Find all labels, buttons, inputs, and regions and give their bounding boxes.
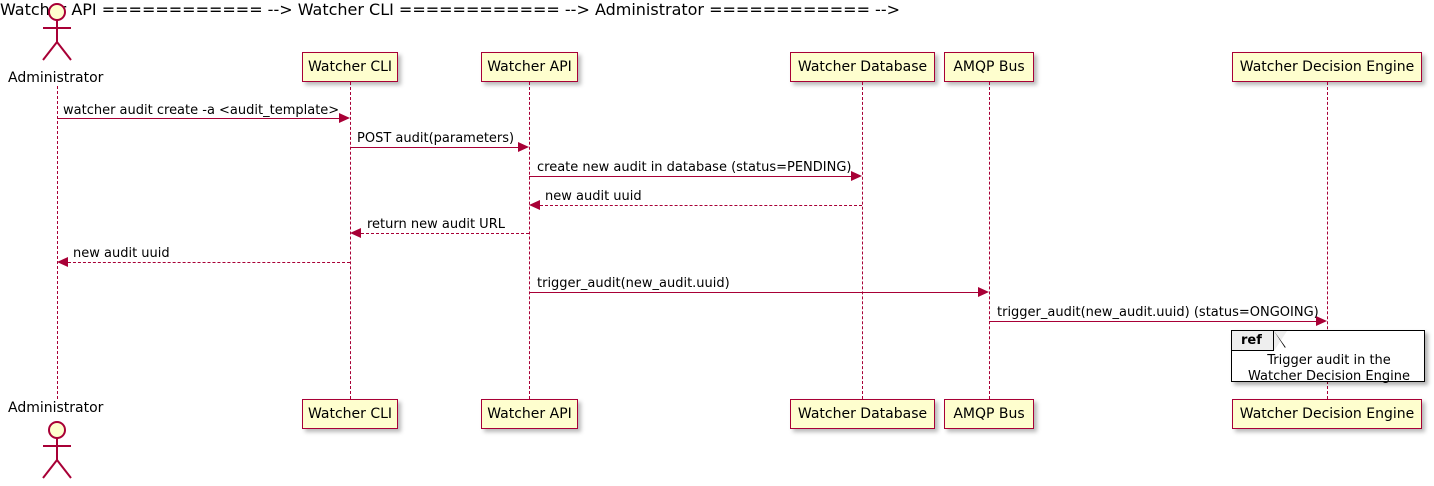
participant-watcher-database-bottom[interactable]: Watcher Database bbox=[790, 399, 935, 429]
message-line-5 bbox=[361, 233, 529, 234]
lifeline-administrator bbox=[57, 86, 58, 399]
message-line-3 bbox=[529, 176, 851, 177]
message-label-3: create new audit in database (status=PEN… bbox=[537, 160, 852, 175]
message-arrowhead-5 bbox=[350, 228, 361, 238]
administrator-actor-top-icon bbox=[42, 3, 72, 61]
administrator-label-bottom: Administrator bbox=[8, 400, 104, 416]
lifeline-watcher-api bbox=[529, 82, 530, 399]
message-line-1 bbox=[57, 118, 339, 119]
message-arrowhead-2 bbox=[518, 142, 529, 152]
participant-amqp-bus-bottom[interactable]: AMQP Bus bbox=[944, 399, 1034, 429]
participant-amqp-bus-top[interactable]: AMQP Bus bbox=[944, 52, 1034, 82]
message-label-7: trigger_audit(new_audit.uuid) bbox=[537, 276, 730, 291]
message-arrowhead-6 bbox=[57, 257, 68, 267]
lifeline-watcher-cli bbox=[350, 82, 351, 399]
message-label-4: new audit uuid bbox=[545, 189, 642, 204]
participant-watcher-database-top[interactable]: Watcher Database bbox=[790, 52, 935, 82]
message-arrowhead-7 bbox=[978, 287, 989, 297]
participant-watcher-decision-engine-top[interactable]: Watcher Decision Engine bbox=[1232, 52, 1422, 82]
ref-fragment-tab-label: ref bbox=[1241, 333, 1262, 348]
message-arrowhead-1 bbox=[339, 113, 350, 123]
ref-fragment-line-2: Watcher Decision Engine bbox=[1248, 369, 1410, 384]
message-label-8: trigger_audit(new_audit.uuid) (status=ON… bbox=[997, 305, 1319, 320]
message-arrowhead-8 bbox=[1316, 316, 1327, 326]
lifeline-amqp-bus bbox=[989, 82, 990, 399]
message-arrowhead-4 bbox=[529, 200, 540, 210]
message-line-2 bbox=[350, 147, 518, 148]
message-label-2: POST audit(parameters) bbox=[357, 131, 515, 146]
message-line-7 bbox=[529, 292, 978, 293]
participant-watcher-api-top[interactable]: Watcher API bbox=[481, 52, 578, 82]
participant-watcher-cli-top[interactable]: Watcher CLI bbox=[302, 52, 398, 82]
administrator-label-top: Administrator bbox=[8, 70, 104, 86]
message-line-4 bbox=[540, 205, 862, 206]
participant-watcher-decision-engine-bottom[interactable]: Watcher Decision Engine bbox=[1232, 399, 1422, 429]
ref-fragment-line-1: Trigger audit in the bbox=[1267, 353, 1391, 368]
message-label-6: new audit uuid bbox=[73, 246, 170, 261]
ref-fragment-tab-corner bbox=[1274, 331, 1287, 351]
ref-fragment-tab: ref bbox=[1232, 331, 1274, 351]
message-label-1: watcher audit create -a <audit_template> bbox=[63, 103, 340, 118]
message-arrowhead-3 bbox=[851, 171, 862, 181]
message-label-5: return new audit URL bbox=[367, 217, 505, 232]
administrator-actor-bottom-icon bbox=[42, 421, 72, 479]
message-line-6 bbox=[68, 262, 350, 263]
message-line-8 bbox=[989, 321, 1316, 322]
participant-watcher-api-bottom[interactable]: Watcher API bbox=[481, 399, 578, 429]
ref-fragment: ref Trigger audit in the Watcher Decisio… bbox=[1231, 330, 1425, 384]
lifeline-watcher-database bbox=[862, 82, 863, 399]
lifeline-watcher-decision-engine bbox=[1327, 82, 1328, 399]
participant-watcher-cli-bottom[interactable]: Watcher CLI bbox=[302, 399, 398, 429]
